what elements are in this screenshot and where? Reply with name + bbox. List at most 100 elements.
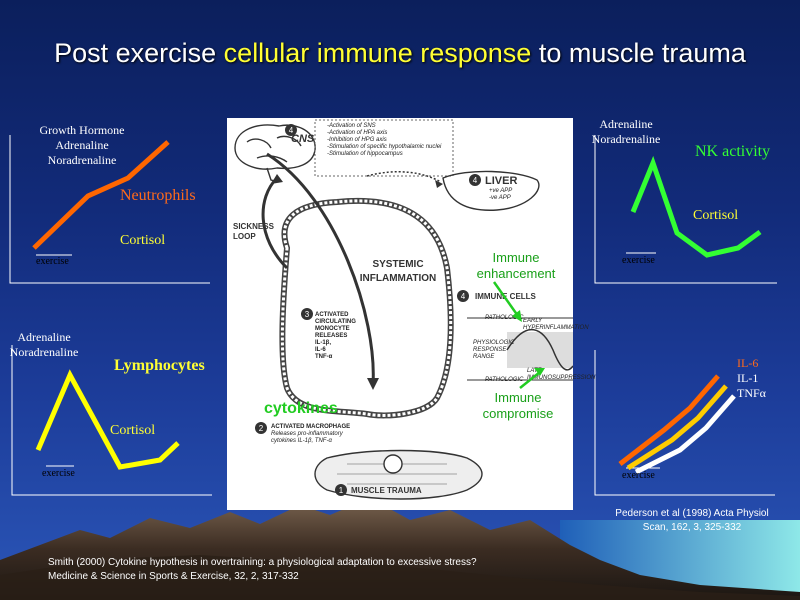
svg-text:2: 2 bbox=[259, 424, 264, 433]
bl-cell-label: Lymphocytes bbox=[114, 357, 205, 374]
neutrophil-line bbox=[32, 140, 170, 250]
immune-enhancement-line: Immune bbox=[492, 250, 540, 265]
step-marker-4-immune bbox=[457, 290, 469, 302]
macrophage-text: ACTIVATED MACROPHAGE Releases pro-inflam… bbox=[271, 424, 350, 445]
monocyte-line: CIRCULATING bbox=[315, 319, 356, 325]
cns-item: -Stimulation of hippocampus bbox=[327, 151, 403, 157]
cytokines-label: cytokines bbox=[264, 400, 338, 417]
reference-line: Medicine & Science in Sports & Exercise,… bbox=[48, 571, 299, 582]
br-cytokine-il1: IL-1 bbox=[737, 371, 759, 385]
physiologic-range-label: PHYSIOLOGIC RESPONSE RANGE bbox=[473, 340, 515, 360]
cns-label: CNS bbox=[291, 133, 315, 145]
monocyte-line: MONOCYTE bbox=[315, 326, 350, 332]
svg-text:3: 3 bbox=[305, 310, 310, 319]
liver-item: +ve APP bbox=[489, 188, 513, 194]
lymphocyte-line bbox=[35, 369, 180, 470]
cns-activity-list: -Activation of SNS -Activation of HPA ax… bbox=[327, 123, 451, 158]
reference-pederson: Pederson et al (1998) Acta Physiol Scan,… bbox=[584, 507, 800, 535]
br-exercise-label: exercise bbox=[622, 470, 655, 481]
br-cytokine-il6: IL-6 bbox=[737, 356, 759, 370]
step-marker-4-cns bbox=[285, 124, 297, 136]
macrophage-line: ACTIVATED MACROPHAGE bbox=[271, 424, 351, 430]
step-marker-3 bbox=[301, 308, 313, 320]
cns-to-monocyte-arrow bbox=[266, 152, 375, 385]
liver-label: LIVER bbox=[485, 175, 518, 187]
monocyte-line: ACTIVATED bbox=[315, 312, 349, 318]
monocyte-line: IL-1β, bbox=[315, 340, 331, 346]
bl-exercise-label: exercise bbox=[42, 468, 75, 479]
tl-hormone-3: Noradrenaline bbox=[47, 153, 117, 167]
monocyte-line: RELEASES bbox=[315, 333, 348, 339]
tr-hormone-1: Adrenaline bbox=[599, 117, 653, 131]
reference-smith: Smith (2000) Cytokine hypothesis in over… bbox=[48, 556, 568, 584]
title-part1: Post exercise bbox=[54, 38, 224, 68]
green-arrow-down bbox=[519, 371, 541, 389]
tl-exercise-label: exercise bbox=[36, 256, 69, 267]
tl-hormone-list: Growth Hormone Adrenaline Noradrenaline bbox=[28, 123, 136, 168]
reference-line: Pederson et al (1998) Acta Physiol bbox=[615, 508, 769, 519]
cns-item: -Stimulation of specific hypothalamic nu… bbox=[327, 144, 442, 150]
macrophage-line: Releases pro-inflammatory bbox=[271, 431, 343, 437]
monocyte-text: ACTIVATED CIRCULATING MONOCYTE RELEASES … bbox=[315, 312, 356, 361]
br-cytokine-tnf: TNFα bbox=[737, 386, 766, 400]
br-cytokine-list: IL-6 IL-1 TNFα bbox=[737, 356, 766, 401]
tl-hormone-2: Adrenaline bbox=[55, 138, 109, 152]
sickness-loop-arrow bbox=[261, 176, 289, 270]
nk-activity-line bbox=[630, 155, 762, 258]
bottom-left-axes bbox=[11, 345, 212, 496]
tr-hormone-list: Adrenaline Noradrenaline bbox=[584, 117, 668, 147]
top-left-axes bbox=[9, 135, 210, 284]
bl-cortisol-label: Cortisol bbox=[110, 423, 156, 438]
cns-item: -Activation of HPA axis bbox=[327, 130, 388, 136]
step-marker-4-liver bbox=[469, 174, 481, 186]
title-highlight: cellular immune response bbox=[223, 38, 532, 68]
il1-line bbox=[626, 384, 728, 471]
bl-hormone-2: Noradrenaline bbox=[9, 345, 79, 359]
muscle-trauma-label: MUSCLE TRAUMA bbox=[351, 486, 422, 495]
svg-text:4: 4 bbox=[461, 292, 466, 301]
reference-line: Scan, 162, 3, 325-332 bbox=[642, 522, 742, 533]
immune-compromise-line: Immune bbox=[494, 390, 542, 405]
systemic-inflammation-label: SYSTEMIC INFLAMMATION bbox=[359, 259, 437, 284]
reference-line: Smith (2000) Cytokine hypothesis in over… bbox=[48, 557, 477, 568]
top-right-axes bbox=[594, 135, 777, 284]
bl-hormone-1: Adrenaline bbox=[17, 330, 71, 344]
slide-title: Post exercise cellular immune response t… bbox=[40, 36, 760, 70]
svg-text:4: 4 bbox=[473, 176, 478, 185]
muscle-icon bbox=[314, 449, 483, 500]
svg-text:4: 4 bbox=[289, 126, 294, 135]
tnf-line bbox=[634, 394, 736, 475]
bl-hormone-list: Adrenaline Noradrenaline bbox=[4, 330, 84, 360]
title-part2: to muscle trauma bbox=[531, 38, 746, 68]
il6-line bbox=[618, 374, 720, 466]
liver-icon bbox=[442, 170, 540, 211]
pathologic-bottom-label: PATHOLOGIC bbox=[485, 377, 524, 383]
pathologic-top-label: PATHOLOGIC bbox=[485, 315, 524, 321]
immune-enhancement-line: enhancement bbox=[476, 266, 556, 281]
step-marker-2 bbox=[255, 422, 267, 434]
immune-cells-graph bbox=[467, 317, 573, 381]
cns-item: -Inhibition of HPG axis bbox=[327, 137, 387, 143]
cns-box bbox=[314, 119, 454, 177]
immune-enhancement-label: Immune enhancement bbox=[466, 250, 566, 282]
cns-item: -Activation of SNS bbox=[327, 123, 376, 129]
tr-cortisol-label: Cortisol bbox=[693, 208, 739, 223]
step-marker-1 bbox=[335, 484, 347, 496]
late-immunosuppression-label: LATE IMMUNOSUPPRESSION bbox=[527, 368, 596, 381]
liver-item: -ve APP bbox=[489, 195, 511, 201]
immune-compromise-label: Immune compromise bbox=[468, 390, 568, 422]
tr-cell-label: NK activity bbox=[695, 143, 771, 160]
liver-app-list: +ve APP -ve APP bbox=[489, 188, 512, 202]
monocyte-line: TNF-α bbox=[315, 354, 333, 360]
tr-hormone-2: Noradrenaline bbox=[591, 132, 661, 146]
diagram-drawing: 4 4 4 3 2 1 bbox=[234, 119, 573, 500]
macrophage-line: cytokines IL-1β, TNF-α bbox=[271, 438, 332, 444]
immune-compromise-line: compromise bbox=[482, 406, 554, 421]
tl-cortisol-label: Cortisol bbox=[120, 233, 166, 248]
tl-hormone-1: Growth Hormone bbox=[39, 123, 125, 137]
green-arrow-up bbox=[492, 281, 520, 317]
monocyte-line: IL-6 bbox=[315, 347, 326, 353]
